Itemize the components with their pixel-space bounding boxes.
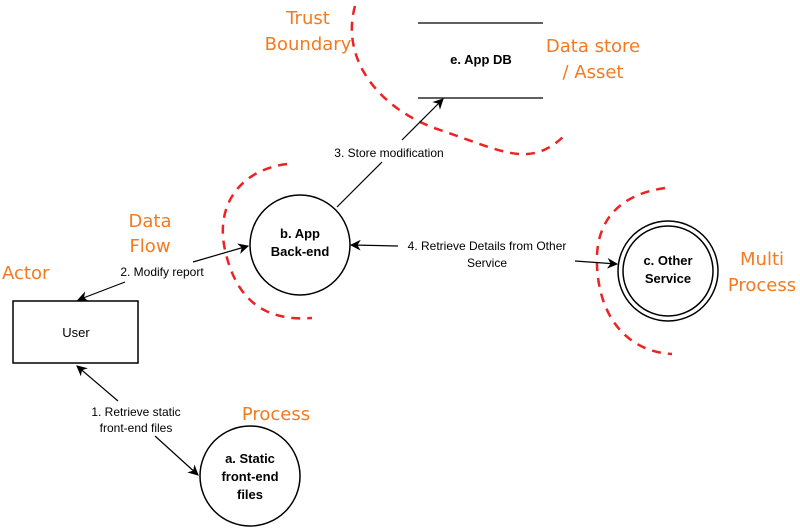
legend-data-store-2: / Asset [563, 62, 624, 83]
legend-multi-process-1: Multi [740, 249, 784, 270]
user-label: User [62, 325, 90, 340]
static-label-1: a. Static [225, 451, 275, 466]
flow-1-label-2: front-end files [100, 421, 173, 435]
data-flow-3[interactable]: 3. Store modification [334, 98, 444, 208]
flow-4-label-2: Service [467, 256, 507, 270]
flow-1-label-1: 1. Retrieve static [91, 405, 180, 419]
multi-process-other-service[interactable]: c. Other Service [617, 220, 719, 322]
static-label-3: files [237, 487, 263, 502]
other-service-label-1: c. Other [643, 253, 692, 268]
legend-data-store-1: Data store [546, 36, 640, 57]
trust-boundary-backend [221, 162, 313, 320]
process-app-backend[interactable]: b. App Back-end [249, 194, 351, 296]
static-label-2: front-end [221, 469, 278, 484]
data-flow-1[interactable]: 1. Retrieve static front-end files [76, 365, 199, 476]
backend-label-2: Back-end [271, 244, 330, 259]
legend-actor: Actor [2, 263, 50, 284]
legend-trust-boundary-2: Boundary [265, 34, 352, 55]
data-store-app-db[interactable]: e. App DB [418, 22, 543, 99]
flow-2-label: 2. Modify report [120, 265, 204, 279]
flow-4-label-1: 4. Retrieve Details from Other [408, 239, 567, 253]
legend-multi-process-2: Process [728, 275, 796, 296]
legend-data-flow-1: Data [129, 211, 172, 232]
trust-boundary-other-service [595, 186, 673, 356]
process-static-files[interactable]: a. Static front-end files [199, 425, 301, 527]
flow-3-label: 3. Store modification [334, 146, 443, 160]
trust-boundary-db [350, 5, 566, 156]
legend-data-flow-2: Flow [129, 236, 170, 257]
legend-trust-boundary-1: Trust [285, 8, 330, 29]
actor-user[interactable]: User [12, 300, 139, 364]
backend-label-1: b. App [280, 226, 320, 241]
app-db-label: e. App DB [450, 52, 512, 67]
legend-process: Process [242, 404, 310, 425]
data-flow-4[interactable]: 4. Retrieve Details from Other Service [349, 239, 619, 270]
other-service-label-2: Service [645, 271, 691, 286]
data-flow-2[interactable]: 2. Modify report [76, 243, 250, 302]
